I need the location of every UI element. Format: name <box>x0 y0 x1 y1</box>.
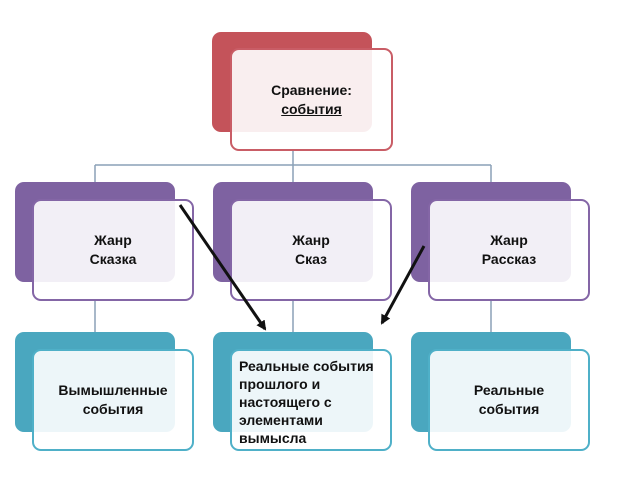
arrow-rasskaz-to-real-events <box>380 245 426 325</box>
result-2-line-4: элементами <box>239 412 323 428</box>
genre-node-skaz: Жанр Сказ <box>230 199 392 301</box>
result-2-line-2: прошлого и <box>239 376 321 392</box>
arrow-skazka-to-real-events <box>178 204 267 331</box>
result-2-line-1: Реальные события <box>239 358 374 374</box>
root-title: Сравнение: <box>271 81 352 98</box>
genre-3-name: Рассказ <box>481 251 537 267</box>
genre-node-skazka: Жанр Сказка <box>32 199 194 301</box>
genre-3-label: Жанр <box>490 232 528 248</box>
result-2-line-3: настоящего с <box>239 394 332 410</box>
result-3-line-2: события <box>478 401 540 417</box>
result-node-fiction: Вымышленные события <box>32 349 194 451</box>
result-1-line-2: события <box>82 401 144 417</box>
genre-2-name: Сказ <box>294 251 328 267</box>
genre-1-name: Сказка <box>89 251 137 267</box>
genre-node-rasskaz: Жанр Рассказ <box>428 199 590 301</box>
result-3-line-1: Реальные <box>473 382 545 398</box>
result-2-line-5: вымысла <box>239 430 307 446</box>
genre-2-label: Жанр <box>292 232 330 248</box>
result-node-real-with-fiction: Реальные события прошлого и настоящего с… <box>230 349 392 451</box>
genre-1-label: Жанр <box>94 232 132 248</box>
root-subtitle: события <box>281 100 342 117</box>
root-node: Сравнение: события <box>230 48 393 151</box>
result-node-real: Реальные события <box>428 349 590 451</box>
result-1-line-1: Вымышленные <box>58 382 168 398</box>
